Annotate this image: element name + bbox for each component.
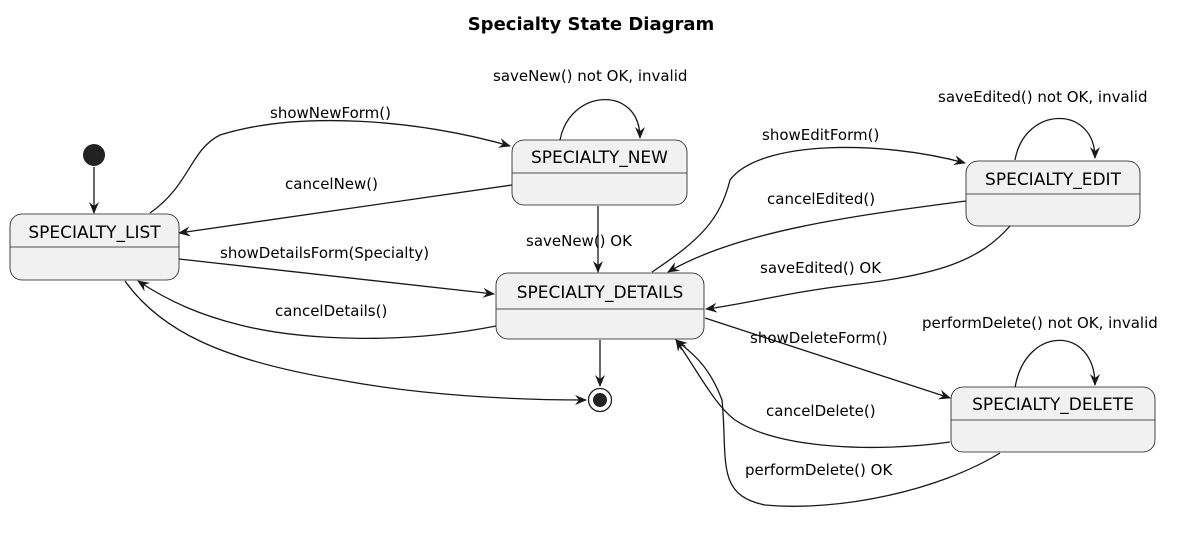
final-state-icon	[587, 387, 613, 413]
state-specialty-new: SPECIALTY_NEW	[511, 139, 688, 206]
initial-state-icon	[83, 144, 105, 166]
label-show-delete-form: showDeleteForm()	[750, 329, 888, 347]
state-specialty-delete: SPECIALTY_DELETE	[950, 386, 1156, 453]
edge-new-to-list	[178, 184, 513, 237]
edge-list-to-new	[149, 119, 511, 214]
edge-edit-self	[1014, 117, 1100, 161]
label-cancel-delete: cancelDelete()	[766, 402, 876, 420]
edge-new-self	[559, 98, 645, 141]
label-cancel-new: cancelNew()	[285, 175, 378, 193]
label-cancel-details: cancelDetails()	[275, 302, 387, 320]
label-save-edited-ok: saveEdited() OK	[760, 259, 882, 277]
label-show-new-form: showNewForm()	[270, 104, 391, 122]
state-specialty-list: SPECIALTY_LIST	[9, 213, 180, 281]
state-name: SPECIALTY_DELETE	[972, 395, 1134, 415]
diagram-title: Specialty State Diagram	[468, 14, 715, 35]
label-perform-delete-ok: performDelete() OK	[745, 461, 893, 479]
edge-list-to-end	[124, 280, 587, 405]
state-name: SPECIALTY_LIST	[28, 223, 161, 243]
label-show-details-form: showDetailsForm(Specialty)	[220, 244, 429, 262]
edge-edit-to-details	[667, 200, 967, 273]
transitions	[89, 98, 1100, 507]
edge-delete-to-details-ok	[675, 339, 1001, 507]
edge-details-to-delete	[704, 317, 951, 400]
edge-edit-to-details-ok	[705, 225, 1011, 313]
label-save-edited-not-ok: saveEdited() not OK, invalid	[938, 88, 1148, 106]
state-name: SPECIALTY_DETAILS	[517, 283, 684, 303]
state-name: SPECIALTY_EDIT	[985, 170, 1122, 190]
label-cancel-edited: cancelEdited()	[767, 190, 875, 208]
state-specialty-details: SPECIALTY_DETAILS	[495, 272, 705, 340]
label-save-new-not-ok: saveNew() not OK, invalid	[493, 67, 687, 85]
label-save-new-ok: saveNew() OK	[526, 232, 633, 250]
edge-details-to-edit	[651, 146, 966, 273]
state-specialty-edit: SPECIALTY_EDIT	[965, 160, 1141, 227]
label-show-edit-form: showEditForm()	[762, 126, 879, 144]
edge-delete-self	[1014, 339, 1100, 389]
edge-delete-to-details-cancel	[675, 339, 951, 449]
state-name: SPECIALTY_NEW	[531, 148, 668, 168]
edge-list-to-details	[178, 258, 495, 298]
label-perform-delete-not-ok: performDelete() not OK, invalid	[922, 314, 1158, 332]
edge-details-to-list	[137, 280, 497, 339]
transition-labels: showNewForm() saveNew() not OK, invalid …	[220, 67, 1158, 479]
